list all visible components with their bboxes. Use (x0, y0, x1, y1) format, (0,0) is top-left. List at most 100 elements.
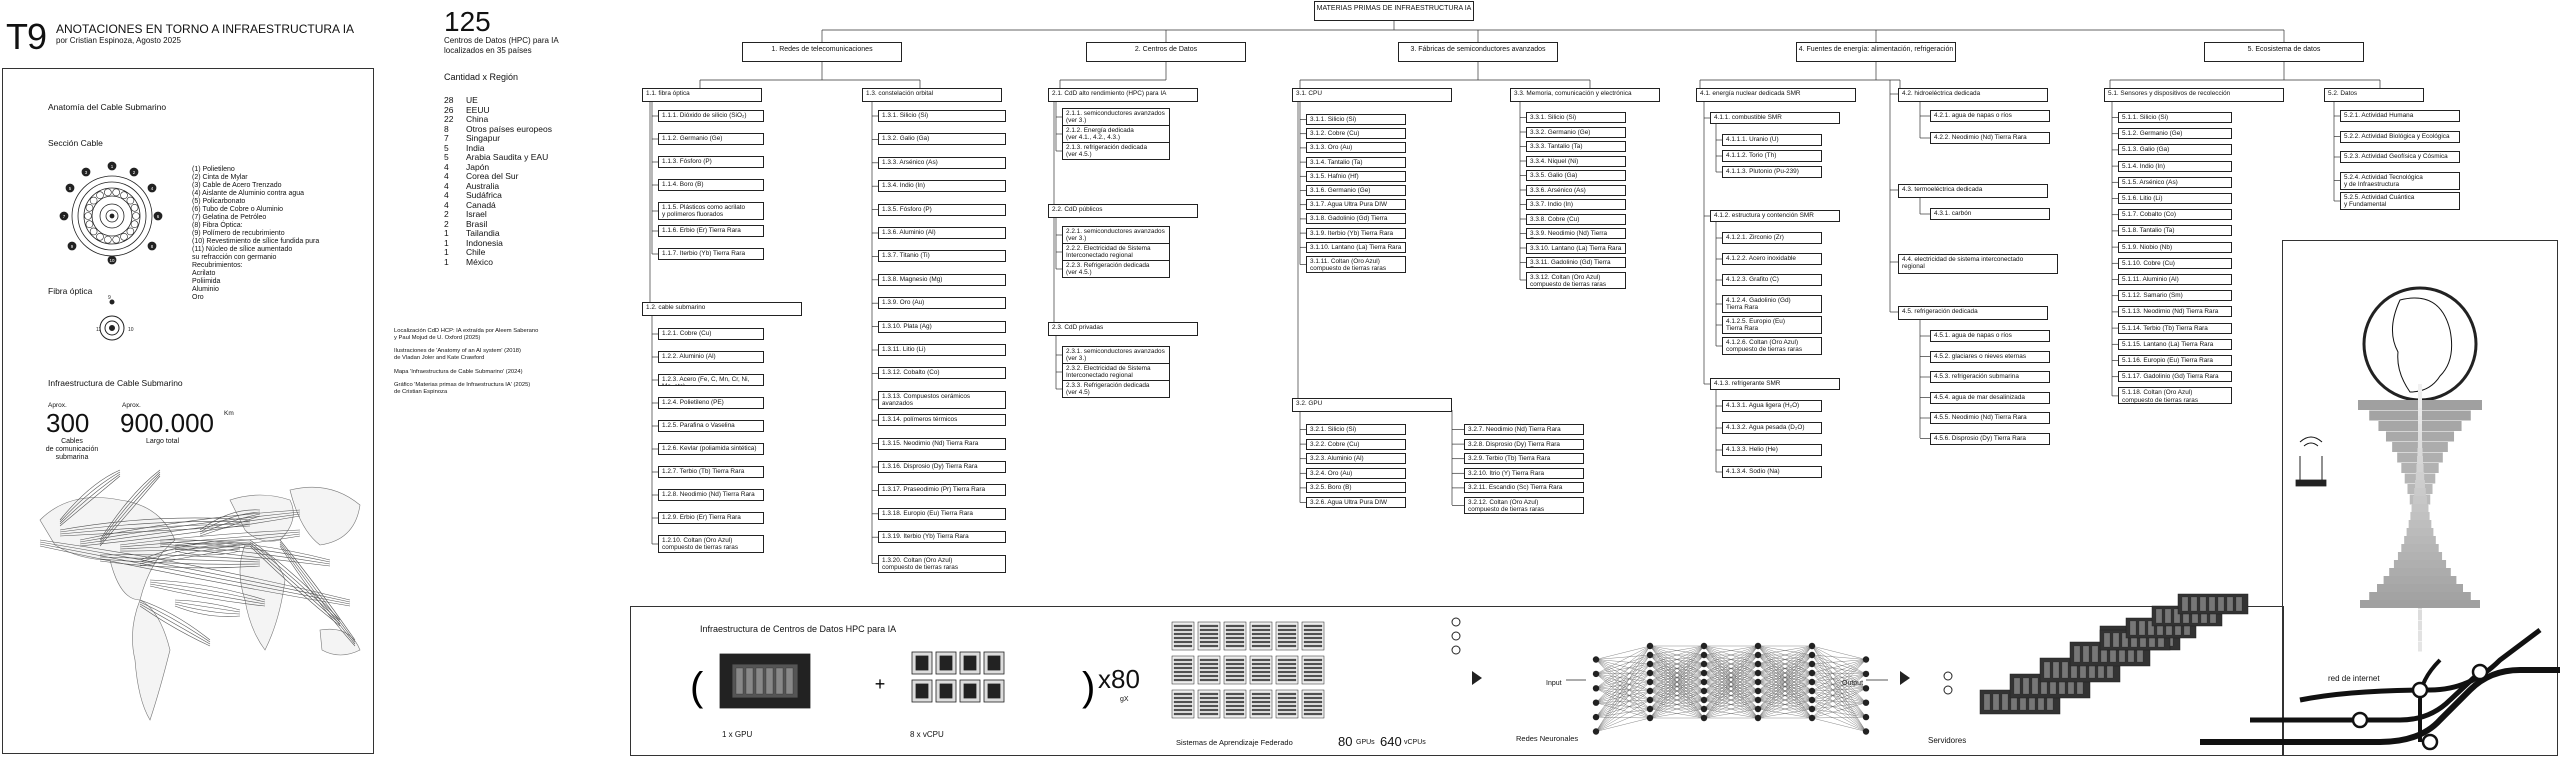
material-node: 3.1.10. Lantano (La) Tierra Rara (1306, 242, 1406, 253)
vcpus-unit: vCPUs (1404, 739, 1426, 746)
material-node: 5.1.7. Cobalto (Co) (2118, 209, 2232, 220)
material-node: 5.1.14. Terbio (Tb) Tierra Rara (2118, 323, 2232, 334)
material-node: 4.1.3.2. Agua pesada (D₂O) (1722, 422, 1822, 434)
material-node: 3.2.3. Aluminio (Al) (1306, 453, 1406, 464)
section-1: 1. Redes de telecomunicaciones (742, 42, 902, 62)
material-node: 1.3.17. Praseodimio (Pr) Tierra Rara (878, 484, 1006, 496)
material-node: 3.1.11. Coltan (Oro Azul) compuesto de t… (1306, 256, 1406, 273)
cable-count: 300 (46, 408, 89, 439)
material-node: 5.1.1. Silicio (Si) (2118, 112, 2232, 123)
material-node: 3.2.4. Oro (Au) (1306, 468, 1406, 479)
category-node: 4.4. electricidad de sistema interconect… (1898, 254, 2058, 274)
section-4: 4. Fuentes de energía: alimentación, ref… (1796, 42, 1956, 62)
material-node: 2.3.1. semiconductores avanzados (ver 3.… (1062, 346, 1170, 364)
material-node: 4.1.1.2. Torio (Th) (1722, 150, 1822, 162)
material-node: 4.1.1.3. Plutonio (Pu-239) (1722, 166, 1822, 178)
material-node: 1.3.6. Aluminio (Al) (878, 227, 1006, 239)
material-node: 1.1.1. Dióxido de silicio (SiO₂) (658, 110, 764, 122)
anatomy-title: Anatomía del Cable Submarino (48, 102, 166, 112)
gpu-label: 1 x GPU (722, 730, 752, 739)
region-name: China (466, 114, 488, 124)
region-name: Japón (466, 162, 489, 172)
material-node: 1.3.2. Galio (Ga) (878, 133, 1006, 145)
root-node: MATERIAS PRIMAS DE INFRAESTRUCTURA IA (1314, 1, 1474, 21)
material-node: 5.2.1. Actividad Humana (2340, 110, 2460, 122)
material-node: 5.1.10. Cobre (Cu) (2118, 258, 2232, 269)
hpc-count: 125 (444, 6, 491, 38)
material-node: 3.3.2. Germanio (Ge) (1526, 127, 1626, 138)
input-label: Input (1546, 680, 1562, 687)
region-name: UE (466, 95, 478, 105)
material-node: 4.1.2.4. Gadolinio (Gd) Tierra Rara (1722, 295, 1822, 313)
material-node: 3.2.7. Neodimio (Nd) Tierra Rara (1464, 424, 1584, 435)
material-node: 3.3.6. Arsénico (As) (1526, 185, 1626, 196)
material-node: 4.5.3. refrigeración submarina (1930, 371, 2050, 383)
gpus-count: 80 (1338, 734, 1352, 749)
section-5: 5. Ecosistema de datos (2204, 42, 2364, 62)
material-node: 5.1.2. Germanio (Ge) (2118, 128, 2232, 139)
category-node: 3.2. GPU (1292, 398, 1452, 412)
material-node: 1.2.4. Polietileno (PE) (658, 397, 764, 409)
region-name: Canadá (466, 200, 496, 210)
category-node: 1.1. fibra óptica (642, 88, 762, 102)
material-node: 3.3.7. Indio (In) (1526, 199, 1626, 210)
category-node: 5.2. Datos (2324, 88, 2424, 102)
material-node: 1.2.10. Coltan (Oro Azul) compuesto de t… (658, 535, 764, 553)
region-row: 2Israel (444, 210, 552, 220)
material-node: 4.5.2. glaciares o nieves eternas (1930, 351, 2050, 363)
material-node: 4.1.1.1. Uranio (U) (1722, 134, 1822, 146)
material-node: 5.1.8. Tantalio (Ta) (2118, 225, 2232, 236)
internet-label: red de internet (2328, 674, 2380, 683)
category-node: 4.3. termoeléctrica dedicada (1898, 184, 2048, 198)
material-node: 3.3.3. Tantalio (Ta) (1526, 141, 1626, 152)
servers-label: Servidores (1928, 736, 1966, 745)
material-node: 3.3.1. Silicio (Si) (1526, 112, 1626, 123)
material-node: 4.5.5. Neodimio (Nd) Tierra Rara (1930, 412, 2050, 424)
material-node: 5.1.18. Coltan (Oro Azul) compuesto de t… (2118, 387, 2232, 404)
region-row: 4Canadá (444, 201, 552, 211)
material-node: 5.1.11. Aluminio (Al) (2118, 274, 2232, 285)
material-node: 5.1.4. Indio (In) (2118, 161, 2232, 172)
material-node: 1.1.6. Erbio (Er) Tierra Rara (658, 225, 764, 237)
material-node: 3.2.8. Disprosio (Dy) Tierra Rara (1464, 439, 1584, 450)
material-node: 1.3.4. Indio (In) (878, 180, 1006, 192)
material-node: 1.1.2. Germanio (Ge) (658, 133, 764, 145)
category-node: 2.2. CdD públicos (1048, 204, 1198, 218)
region-name: Sudáfrica (466, 190, 502, 200)
region-row: 1México (444, 258, 552, 268)
multiplier: x80 (1098, 664, 1140, 695)
material-node: 5.1.6. Litio (Li) (2118, 193, 2232, 204)
material-node: 4.1.2.3. Grafito (C) (1722, 274, 1822, 286)
category-node: 4.5. refrigeración dedicada (1898, 306, 2048, 320)
material-node: 4.1.2.1. Zirconio (Zr) (1722, 232, 1822, 244)
material-node: 1.1.5. Plásticos como acrilato y polímer… (658, 202, 764, 220)
material-node: 1.3.5. Fósforo (P) (878, 204, 1006, 216)
doc-title: ANOTACIONES EN TORNO A INFRAESTRUCTURA I… (56, 22, 354, 36)
region-title: Cantidad x Región (444, 72, 518, 82)
category-node: 1.3. constelación orbital (862, 88, 1002, 102)
region-name: Tailandia (466, 228, 500, 238)
material-node: 1.3.19. Iterbio (Yb) Tierra Rara (878, 531, 1006, 543)
material-node: 1.3.15. Neodimio (Nd) Tierra Rara (878, 438, 1006, 450)
material-node: 3.1.9. Iterbio (Yb) Tierra Rara (1306, 228, 1406, 239)
material-node: 3.1.7. Agua Ultra Pura DIW (1306, 199, 1406, 210)
region-name: Israel (466, 209, 487, 219)
material-node: 1.1.3. Fósforo (P) (658, 156, 764, 168)
category-node: 5.1. Sensores y dispositivos de recolecc… (2104, 88, 2284, 102)
material-node: 1.2.2. Aluminio (Al) (658, 351, 764, 363)
material-node: 2.2.3. Refrigeración dedicada (ver 4.5.) (1062, 260, 1170, 278)
material-node: 1.3.3. Arsénico (As) (878, 157, 1006, 169)
category-node: 2.1. CdD alto rendimiento (HPC) para IA (1048, 88, 1198, 102)
material-node: 5.1.9. Niobio (Nb) (2118, 242, 2232, 253)
material-node: 4.1.3.4. Sodio (Na) (1722, 466, 1822, 478)
material-node: 1.2.1. Cobre (Cu) (658, 328, 764, 340)
material-node: 3.1.4. Tantalio (Ta) (1306, 157, 1406, 168)
material-node: 3.2.11. Escandio (Sc) Tierra Rara (1464, 482, 1584, 493)
material-node: 1.3.18. Europio (Eu) Tierra Rara (878, 508, 1006, 520)
gpus-unit: GPUs (1356, 739, 1375, 746)
cable-length-label: Largo total (146, 438, 179, 445)
material-node: 4.5.6. Disprosio (Dy) Tierra Rara (1930, 433, 2050, 445)
